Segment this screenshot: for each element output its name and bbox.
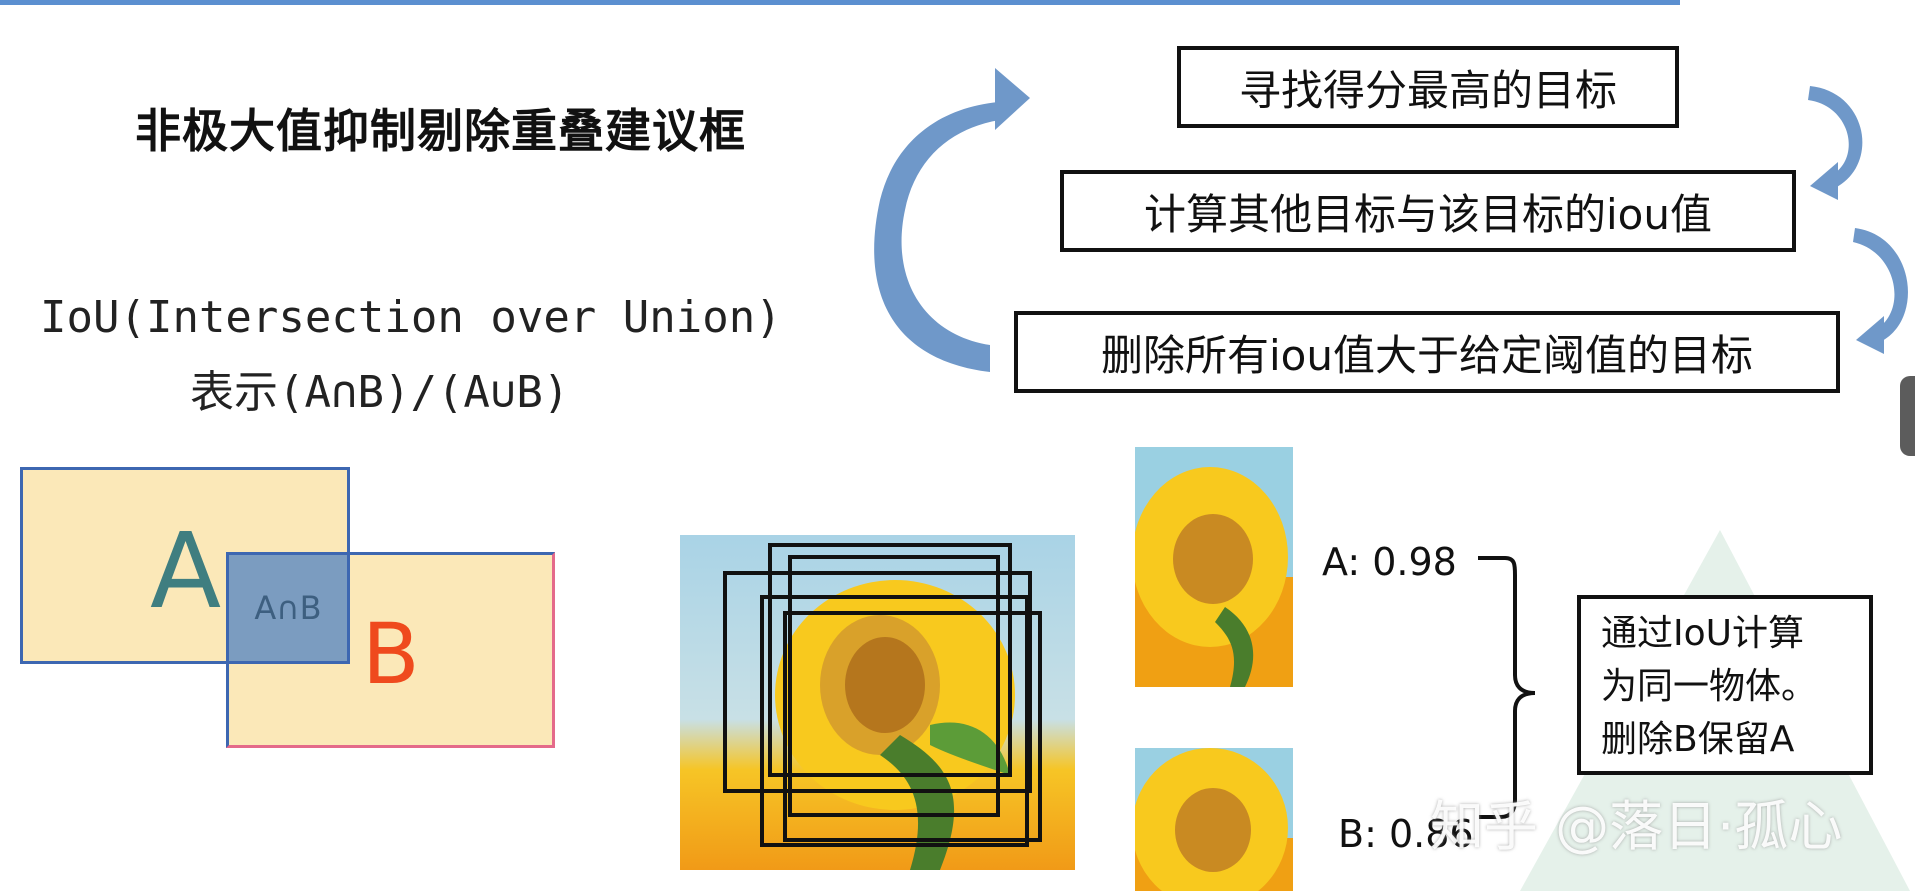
result-box: 通过IoU计算 为同一物体。 删除B保留A — [1577, 595, 1873, 775]
side-scroll-tab[interactable] — [1900, 376, 1915, 456]
sunflower-detection-image — [680, 535, 1075, 870]
crop-a-image — [1135, 447, 1293, 687]
sunflower-icon — [775, 580, 1015, 870]
intersection-box: A∩B — [226, 552, 350, 664]
iou-definition-line1: IoU(Intersection over Union) — [40, 292, 782, 343]
watermark: 知乎 @落日·孤心 — [1430, 795, 1843, 858]
box-a-label: A — [150, 510, 222, 632]
step-box-1: 寻找得分最高的目标 — [1177, 46, 1679, 128]
score-a-label: A: 0.98 — [1322, 540, 1457, 584]
box-b-label: B — [362, 605, 420, 703]
step-box-3: 删除所有iou值大于给定阈值的目标 — [1014, 311, 1840, 393]
intersection-label: A∩B — [254, 589, 322, 627]
iou-definition-line2: 表示(A∩B)/(A∪B) — [190, 367, 570, 418]
step1-to-step2-arrow-icon — [1808, 86, 1863, 188]
step-box-2: 计算其他目标与该目标的iou值 — [1060, 170, 1796, 252]
top-accent-line — [0, 0, 1680, 5]
crop-b-image — [1135, 748, 1293, 891]
result-line-2: 为同一物体。 — [1601, 666, 1818, 707]
slide-title: 非极大值抑制剔除重叠建议框 — [135, 104, 746, 158]
bounding-boxes — [723, 543, 1042, 847]
step2-to-step3-arrow-icon — [1853, 228, 1908, 342]
score-b-label: B: 0.86 — [1338, 812, 1474, 856]
right-brace-icon — [1478, 556, 1536, 819]
result-line-3: 删除B保留A — [1601, 719, 1795, 760]
loop-arrow-head-icon — [995, 68, 1030, 130]
result-line-1: 通过IoU计算 — [1601, 613, 1804, 654]
loop-arrow-icon — [874, 102, 1000, 372]
